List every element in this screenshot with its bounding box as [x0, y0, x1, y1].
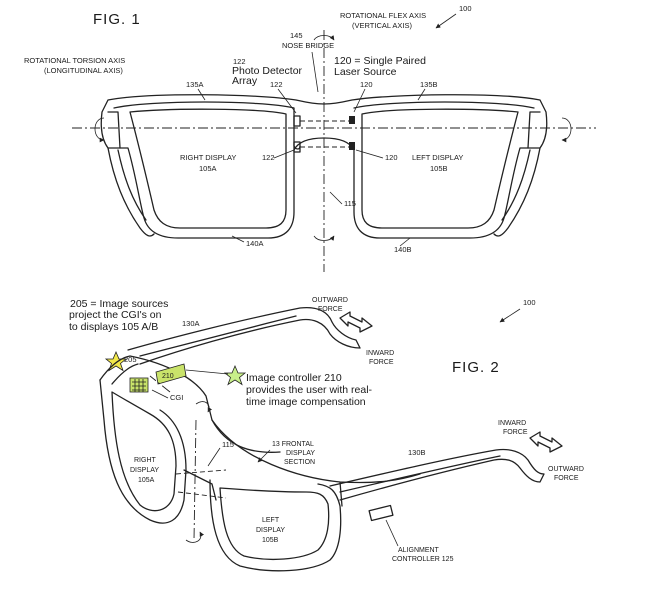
fig1-ref-145: 145: [290, 31, 303, 40]
ref-115-leader: [329, 191, 343, 205]
vertical-axis-label: (VERTICAL AXIS): [352, 21, 413, 30]
fig1-ref-122-top: 122: [270, 80, 283, 89]
fig2-ref-210: 210: [162, 373, 174, 380]
ref-140b-leader: [399, 237, 411, 247]
fig1-ref-115: 115: [344, 199, 356, 208]
photo-detector-ref: 122: [233, 57, 246, 66]
image-controller-star: [223, 364, 247, 386]
torsion-rotation-right: [561, 117, 572, 143]
fig1-right-display: [129, 108, 287, 229]
outward-force-top-2: FORCE: [318, 306, 343, 313]
fig2-left-display-2: DISPLAY: [256, 527, 285, 534]
frontal-section-2: DISPLAY: [286, 450, 315, 457]
force-arrow-right: [529, 431, 563, 453]
image-sources-line1: 205 = Image sources: [70, 298, 168, 310]
ref-140a-leader: [231, 235, 245, 243]
alignment-controller-1: ALIGNMENT: [398, 547, 440, 554]
image-sources-line2: project the CGI's on: [69, 309, 162, 321]
inward-force-right-1: INWARD: [498, 420, 526, 427]
ref-120-top-leader: [353, 88, 366, 113]
ref-122-mid-leader: [273, 149, 295, 159]
fig2-glasses-frame: [99, 306, 545, 572]
photo-detector-line1: Photo Detector: [232, 65, 303, 77]
laser-source-line2: Laser Source: [334, 66, 397, 78]
fig1-right-display-label: RIGHT DISPLAY: [180, 153, 236, 162]
fig2-right-display-1: RIGHT: [134, 457, 157, 464]
fig1-glasses-frame: [100, 94, 548, 239]
fig2-left-display-1: LEFT: [262, 517, 280, 524]
nose-bridge-label: NOSE BRIDGE: [282, 41, 334, 50]
fig1-ref-120-top: 120: [360, 80, 373, 89]
fig2-ref-115: 115: [222, 440, 234, 449]
flex-rotation-bottom: [313, 235, 335, 241]
inward-force-top-2: FORCE: [369, 359, 394, 366]
inward-force-top-1: INWARD: [366, 350, 394, 357]
fig2-ref-205: 205: [124, 355, 137, 364]
fig1-left-display-ref: 105B: [430, 164, 448, 173]
image-sources-line3: to displays 105 A/B: [69, 321, 158, 333]
fig1-ref-140a: 140A: [246, 239, 264, 248]
fig1-ref-135a: 135A: [186, 80, 204, 89]
fig1-ref-100-leader: [435, 13, 457, 29]
fig2: 100 FIG. 2 205 = Image sources project t…: [69, 297, 584, 572]
cgi-leader: [151, 389, 169, 399]
fig2-ref-115-leader: [207, 447, 221, 467]
laser-source-line1: 120 = Single Paired: [334, 55, 426, 67]
photo-detector-line2: Array: [232, 75, 258, 87]
rotational-flex-axis-label: ROTATIONAL FLEX AXIS: [340, 11, 426, 20]
fig2-right-display: [111, 391, 177, 512]
image-controller-line1: Image controller 210: [246, 372, 342, 384]
fig1-left-display: [361, 108, 519, 229]
frontal-section-3: SECTION: [284, 459, 315, 466]
outward-force-right-1: OUTWARD: [548, 466, 584, 473]
image-source-star: [104, 350, 128, 372]
rotational-torsion-axis-label: ROTATIONAL TORSION AXIS: [24, 56, 125, 65]
fig2-ref-130a: 130A: [182, 319, 200, 328]
frontal-section-leader: [257, 449, 271, 463]
fig2-left-display: [219, 487, 330, 560]
fig2-right-display-2: DISPLAY: [130, 467, 159, 474]
fig1: FIG. 1 100 ROTATIONAL FLEX AXIS (VERTICA…: [24, 4, 596, 272]
fig1-ref-120-mid: 120: [385, 153, 398, 162]
cgi-label: CGI: [170, 393, 183, 402]
fig1-right-display-ref: 105A: [199, 164, 217, 173]
fig1-ref-122-mid: 122: [262, 153, 275, 162]
flex-rotation-top: [313, 35, 335, 41]
longitudinal-axis-label: (LONGITUDINAL AXIS): [44, 66, 123, 75]
fig1-left-display-label: LEFT DISPLAY: [412, 153, 463, 162]
fig2-ref-130b: 130B: [408, 448, 426, 457]
inward-force-right-2: FORCE: [503, 429, 528, 436]
outward-force-right-2: FORCE: [554, 475, 579, 482]
image-controller-line2: provides the user with real-: [246, 384, 373, 396]
fig1-ref-135b: 135B: [420, 80, 438, 89]
fig2-left-display-3: 105B: [262, 537, 279, 544]
fig1-ref-140b: 140B: [394, 245, 412, 254]
alignment-controller-2: CONTROLLER 125: [392, 556, 454, 563]
force-arrow-top: [339, 311, 373, 333]
fig1-ref-100: 100: [459, 4, 472, 13]
fig2-ref-100-leader: [499, 308, 521, 323]
image-controller-line3: time image compensation: [246, 396, 366, 408]
alignment-controller-leader: [385, 519, 399, 547]
image-controller-chip: [155, 363, 187, 385]
nose-bridge-leader: [311, 51, 319, 93]
fig2-ref-100: 100: [523, 298, 536, 307]
ref-122-top-leader: [277, 88, 297, 114]
frontal-section-1: 13 FRONTAL: [272, 441, 314, 448]
fig1-title: FIG. 1: [93, 11, 141, 28]
ref-120-mid-leader: [355, 149, 384, 159]
fig2-right-display-3: 105A: [138, 477, 155, 484]
outward-force-top-1: OUTWARD: [312, 297, 348, 304]
fig2-title: FIG. 2: [452, 359, 500, 376]
